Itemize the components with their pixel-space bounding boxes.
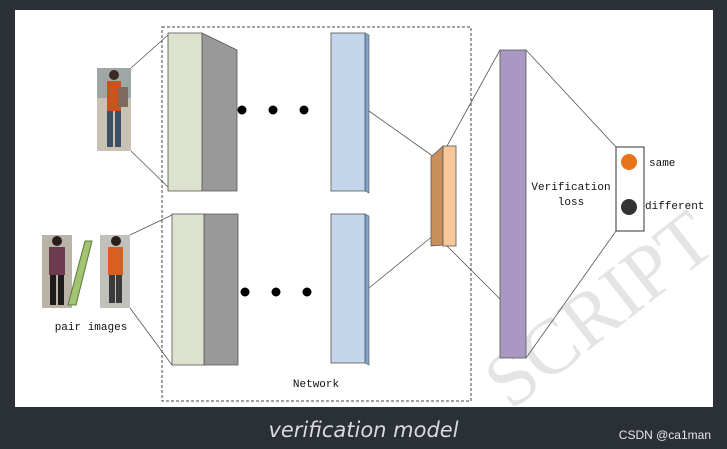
person-image-pair-right xyxy=(100,235,130,308)
person-image-single xyxy=(97,68,131,151)
pair-connector-shape xyxy=(67,240,93,306)
figure-caption: verification model xyxy=(268,418,459,442)
fc-block-top xyxy=(330,32,370,194)
fc-to-combine-lines xyxy=(368,110,435,289)
verification-loss-bar xyxy=(499,49,527,359)
input-connection-lines xyxy=(129,34,173,366)
loss-to-output-lines xyxy=(525,49,617,359)
loss-label-line1: Verification xyxy=(531,182,610,194)
network-box xyxy=(161,26,472,402)
different-label: different xyxy=(645,201,704,213)
conv-block-bottom xyxy=(171,213,239,366)
loss-label-line2: loss xyxy=(558,197,584,209)
verification-model-diagram: SCRIPT Network pair images xyxy=(42,26,713,407)
combine-to-loss-lines xyxy=(446,49,501,300)
credit-text: CSDN @ca1man xyxy=(618,428,711,442)
network-label: Network xyxy=(293,379,340,391)
person-image-pair-left xyxy=(42,235,72,308)
pair-images-label: pair images xyxy=(55,322,128,334)
conv-block-top xyxy=(167,32,238,192)
same-output-dot xyxy=(621,154,637,170)
fc-block-bottom xyxy=(330,213,370,366)
same-label: same xyxy=(649,158,675,170)
ellipsis-top xyxy=(237,105,309,115)
combine-block xyxy=(430,145,457,247)
different-output-dot xyxy=(621,199,637,215)
ellipsis-bottom xyxy=(240,287,312,297)
diagram-panel: SCRIPT Network pair images xyxy=(15,10,713,407)
